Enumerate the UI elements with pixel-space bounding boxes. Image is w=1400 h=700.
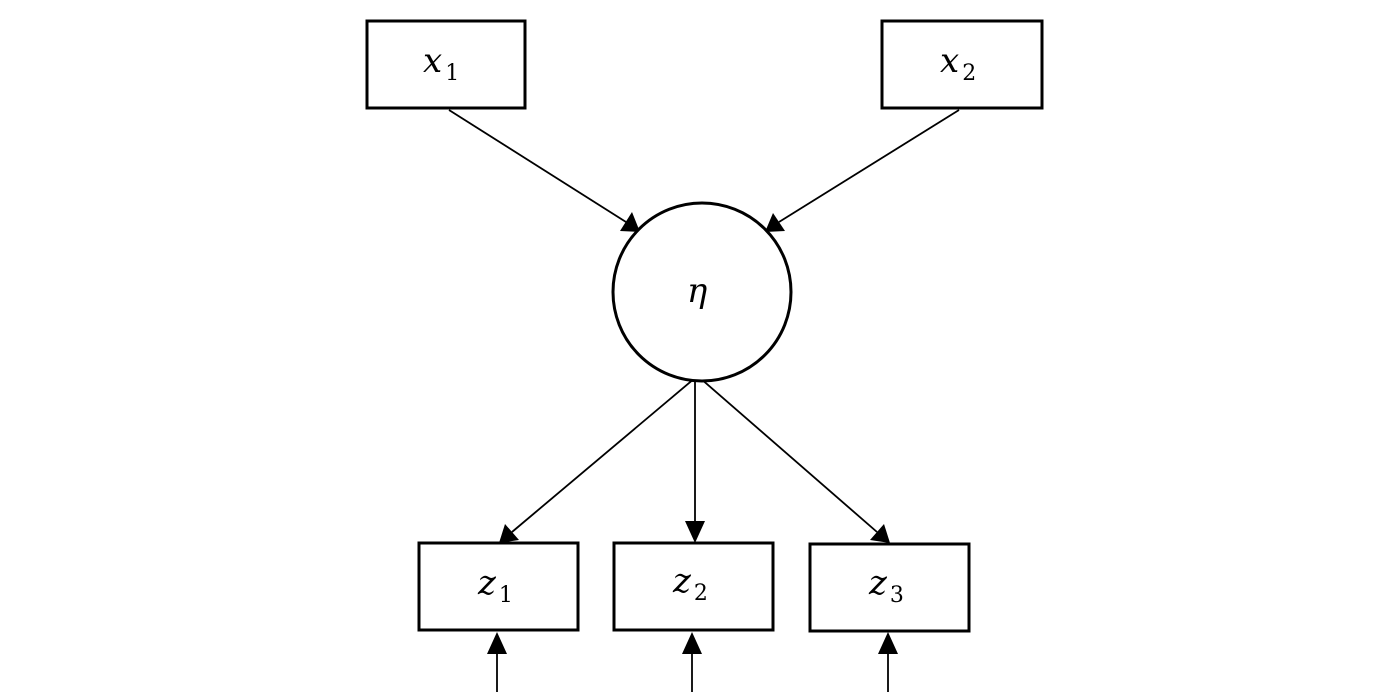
node-x1-box — [365, 19, 527, 110]
edge-x1-to-eta — [448, 109, 627, 223]
edge-x2-to-eta — [778, 109, 960, 223]
arrowhead-eta-to-z2 — [685, 521, 705, 543]
node-z3-symbol: z — [868, 563, 888, 603]
edge-eta-to-z3 — [699, 377, 878, 533]
arrowhead-eta-to-z1 — [499, 524, 519, 543]
arrowhead-error-to-z1 — [487, 632, 507, 654]
edge-eta-to-z1 — [511, 377, 696, 533]
node-z1-subscript: 1 — [499, 583, 513, 608]
node-z2-subscript: 2 — [694, 581, 708, 606]
node-z3-box — [808, 542, 971, 633]
node-z1-box — [417, 541, 580, 632]
arrowhead-error-to-z2 — [682, 632, 702, 654]
node-x1-subscript: 1 — [445, 61, 459, 86]
edges — [448, 109, 960, 692]
node-eta: η — [611, 201, 793, 383]
node-eta-circle — [611, 201, 793, 383]
node-x1-symbol: x — [423, 41, 442, 81]
arrowhead-eta-to-z3 — [870, 524, 890, 543]
node-x2-box — [880, 19, 1044, 110]
arrowhead-x2-to-eta — [765, 213, 785, 232]
node-x2-subscript: 2 — [962, 61, 976, 86]
node-x2-symbol: x — [940, 41, 959, 81]
node-z3-subscript: 3 — [890, 583, 904, 608]
node-z1-symbol: z — [477, 563, 497, 603]
arrowhead-error-to-z3 — [878, 632, 898, 654]
arrowhead-x1-to-eta — [620, 212, 640, 232]
node-z2-symbol: z — [672, 561, 692, 601]
node-eta-label: η — [687, 271, 708, 311]
node-z2-box — [612, 541, 775, 632]
